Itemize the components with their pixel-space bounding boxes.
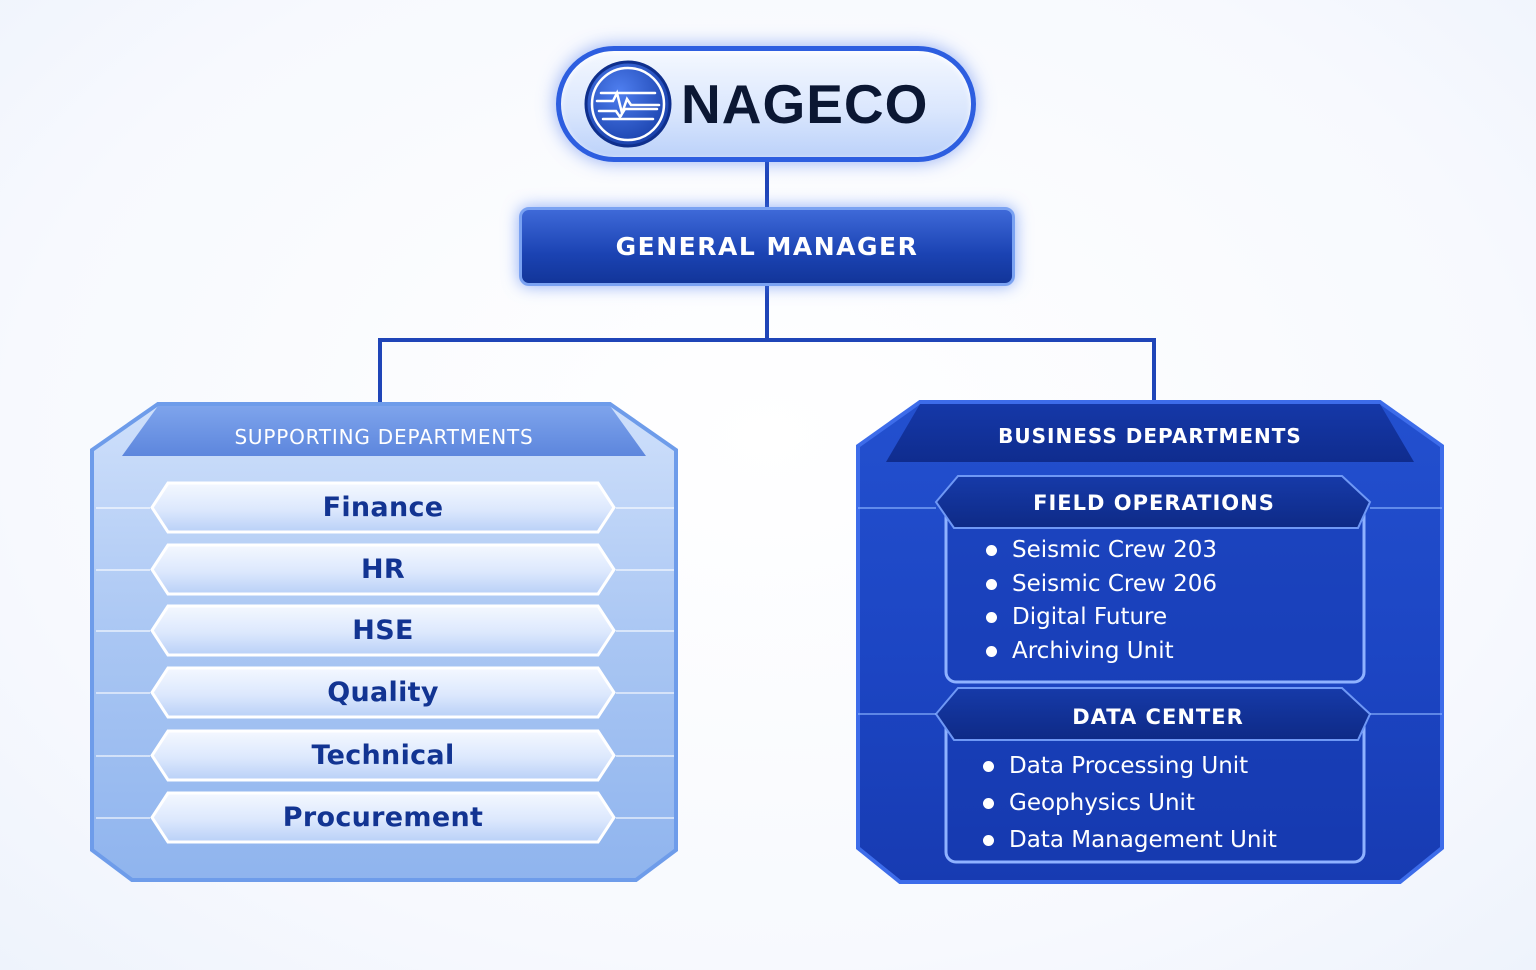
business-unit-item[interactable]: Archiving Unit bbox=[986, 635, 1217, 669]
bullet-icon bbox=[986, 578, 997, 590]
department-technical-button[interactable]: Technical bbox=[150, 729, 616, 782]
bullet-icon bbox=[983, 835, 994, 846]
connector-logo-gm bbox=[765, 162, 769, 208]
department-button-shape bbox=[150, 543, 616, 596]
department-hse-button[interactable]: HSE bbox=[150, 604, 616, 657]
general-manager-node[interactable]: GENERAL MANAGER bbox=[519, 207, 1015, 286]
department-label: Procurement bbox=[282, 802, 484, 833]
panel-side-tick bbox=[96, 755, 150, 757]
panel-side-tick bbox=[616, 569, 674, 571]
panel-side-tick bbox=[96, 692, 150, 694]
connector-right-drop bbox=[1152, 338, 1156, 402]
connector-left-drop bbox=[378, 338, 382, 402]
general-manager-label: GENERAL MANAGER bbox=[615, 232, 919, 261]
connector-horizontal bbox=[378, 338, 1156, 342]
department-button-shape bbox=[150, 604, 616, 657]
department-hr-button[interactable]: HR bbox=[150, 543, 616, 596]
panel-side-tick bbox=[616, 507, 674, 509]
business-unit-item[interactable]: Geophysics Unit bbox=[983, 785, 1277, 822]
business-unit-label: Archiving Unit bbox=[1012, 637, 1174, 664]
supporting-departments-title: SUPPORTING DEPARTMENTS bbox=[234, 425, 534, 449]
business-unit-item[interactable]: Data Management Unit bbox=[983, 822, 1277, 859]
business-unit-item[interactable]: Seismic Crew 206 bbox=[986, 568, 1217, 602]
company-name: NAGECO bbox=[681, 73, 929, 135]
bullet-icon bbox=[983, 761, 994, 772]
department-button-shape bbox=[150, 481, 616, 534]
department-button-shape bbox=[150, 666, 616, 719]
panel-side-tick bbox=[96, 569, 150, 571]
connector-gm-trunk bbox=[765, 286, 769, 340]
business-unit-label: Seismic Crew 203 bbox=[1012, 537, 1218, 563]
business-unit-label: Digital Future bbox=[1012, 604, 1168, 630]
panel-side-tick bbox=[616, 630, 674, 632]
department-finance-button[interactable]: Finance bbox=[150, 481, 616, 534]
bullet-icon bbox=[986, 612, 997, 624]
business-unit-item[interactable]: Data Processing Unit bbox=[983, 748, 1277, 785]
panel-side-tick bbox=[96, 817, 150, 819]
seismic-wave-icon bbox=[584, 60, 672, 148]
department-button-shape bbox=[150, 729, 616, 782]
business-unit-label: Geophysics Unit bbox=[1009, 790, 1195, 816]
field-operations-title: FIELD OPERATIONS bbox=[1033, 491, 1275, 515]
business-departments-title: BUSINESS DEPARTMENTS bbox=[998, 424, 1302, 448]
data-center-title: DATA CENTER bbox=[1072, 705, 1244, 729]
panel-side-tick bbox=[616, 817, 674, 819]
department-label: Finance bbox=[322, 492, 444, 523]
department-quality-button[interactable]: Quality bbox=[150, 666, 616, 719]
department-procurement-button[interactable]: Procurement bbox=[150, 791, 616, 844]
panel-side-tick bbox=[96, 507, 150, 509]
department-button-shape bbox=[150, 791, 616, 844]
business-unit-item[interactable]: Seismic Crew 203 bbox=[986, 534, 1217, 568]
department-label: HSE bbox=[352, 615, 414, 646]
panel-side-tick bbox=[616, 755, 674, 757]
department-label: Quality bbox=[327, 677, 439, 708]
bullet-icon bbox=[986, 545, 997, 557]
department-label: HR bbox=[361, 554, 405, 585]
business-unit-label: Data Management Unit bbox=[1009, 827, 1277, 853]
panel-side-tick bbox=[616, 692, 674, 694]
bullet-icon bbox=[983, 798, 994, 809]
business-unit-label: Seismic Crew 206 bbox=[1012, 570, 1218, 597]
business-unit-label: Data Processing Unit bbox=[1009, 753, 1249, 779]
business-departments-panel bbox=[856, 400, 1444, 884]
department-label: Technical bbox=[311, 740, 455, 771]
business-unit-item[interactable]: Digital Future bbox=[986, 601, 1217, 635]
panel-side-tick bbox=[96, 630, 150, 632]
company-logo-node[interactable]: NAGECO bbox=[556, 46, 976, 162]
bullet-icon bbox=[986, 645, 997, 657]
